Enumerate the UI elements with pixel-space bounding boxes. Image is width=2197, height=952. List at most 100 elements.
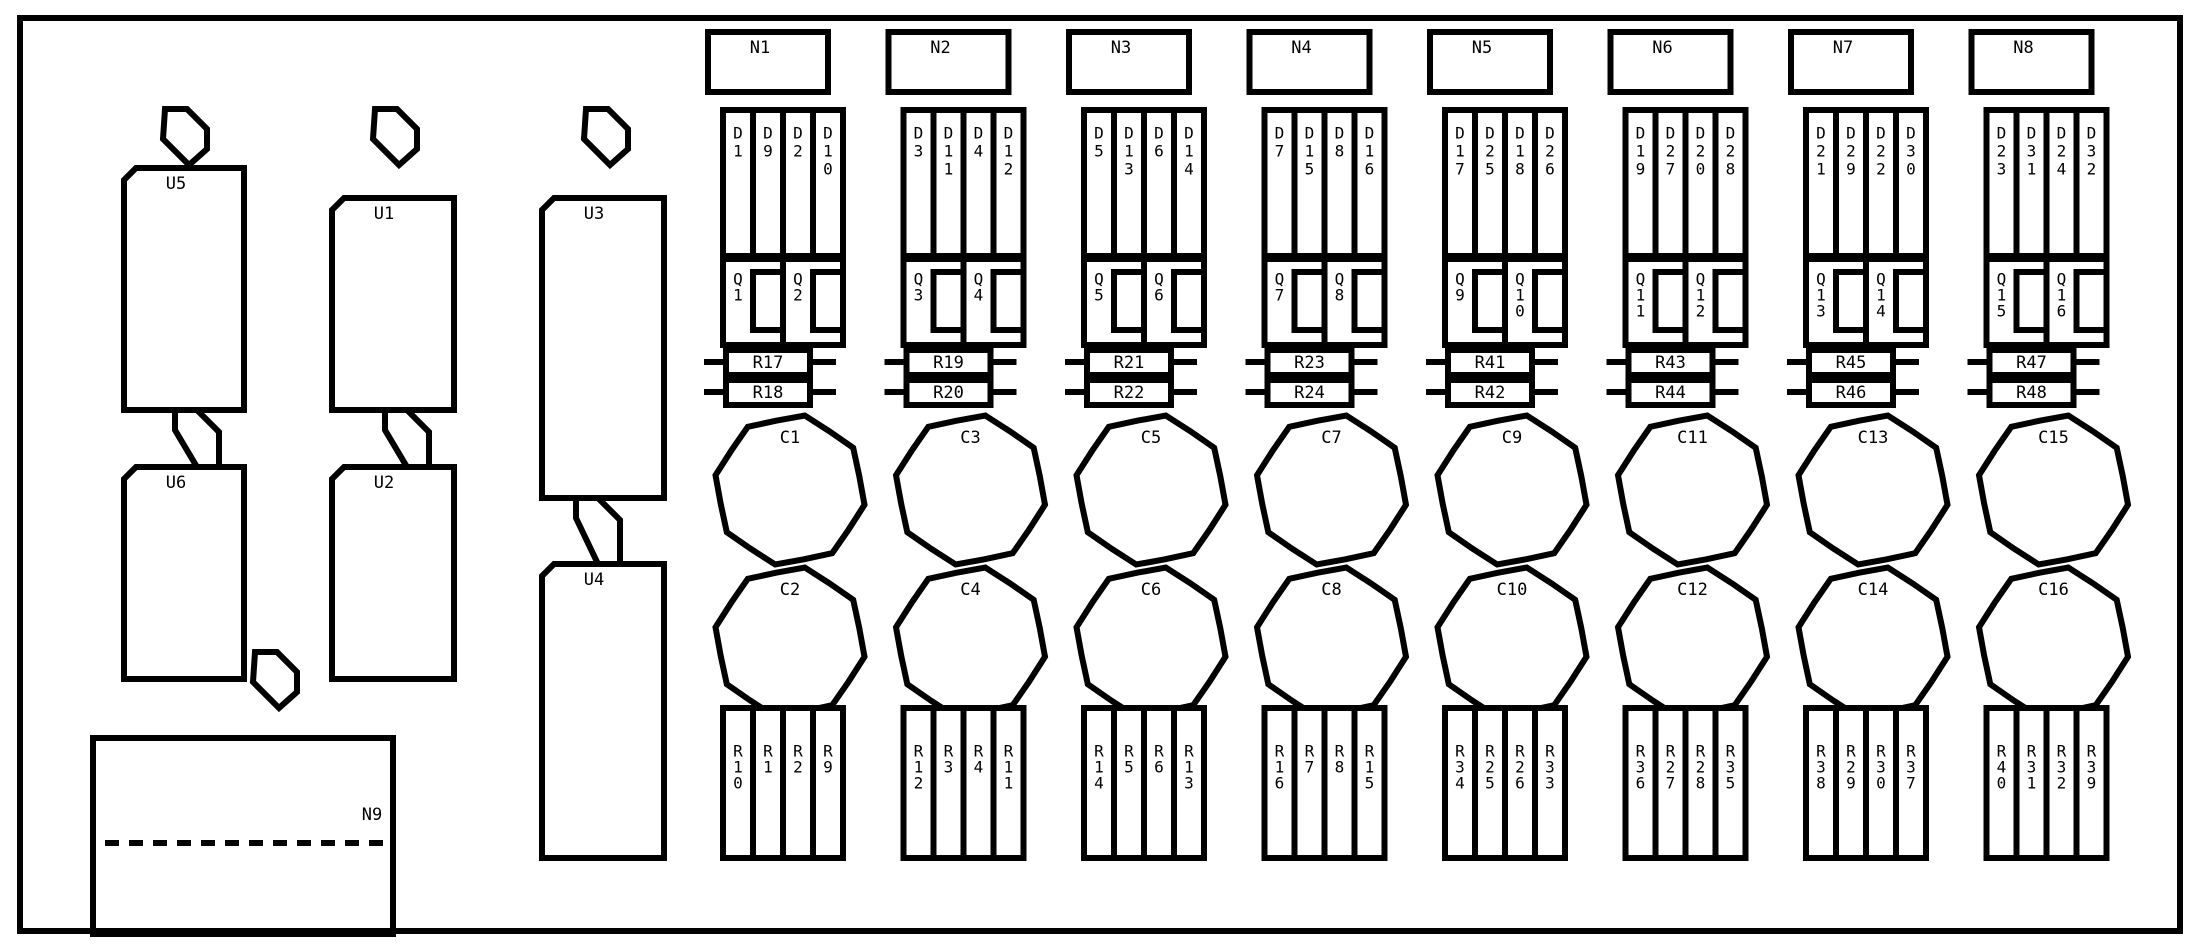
diode-label: D27 — [1666, 124, 1676, 179]
resistor-strip-body — [1141, 705, 1177, 861]
diode-label-char: 1 — [1124, 142, 1134, 161]
diode-label-char: D — [1004, 124, 1014, 143]
resistor-strip-label-char: R — [1124, 742, 1134, 761]
diode-label-char: 1 — [1636, 142, 1646, 161]
ic-label: U6 — [166, 473, 186, 493]
capacitor-label: C3 — [960, 428, 980, 448]
transistor-tab — [1833, 269, 1869, 333]
resistor-strip-label: R32 — [2057, 742, 2067, 793]
connector-body — [90, 735, 396, 937]
transistor-label: Q14 — [1876, 270, 1886, 321]
resistor-strip-body — [2073, 705, 2110, 861]
diode-label-char: D — [1816, 124, 1826, 143]
transistor-tab — [2073, 269, 2110, 333]
diode-label-char: 7 — [1455, 160, 1465, 179]
resistor-strip-label-char: 3 — [2087, 758, 2097, 777]
ic-body — [539, 195, 667, 501]
resistor-strip-label-char: 8 — [1696, 774, 1706, 793]
diode-label-char: 1 — [823, 142, 833, 161]
resistor-strip-label-char: R — [1154, 742, 1164, 761]
diode-label-char: 9 — [763, 142, 773, 161]
resistor-strip-body — [1712, 705, 1749, 861]
resistor-strip-label-char: 5 — [1365, 774, 1375, 793]
resistor-strip-label-char: R — [1365, 742, 1375, 761]
resistor-strip-label-char: 9 — [2087, 774, 2097, 793]
capacitor-body — [1975, 412, 2132, 568]
diode-label: D28 — [1726, 124, 1736, 179]
resistor-strip-label: R4 — [974, 742, 984, 777]
resistor-strip-label-char: 0 — [733, 774, 743, 793]
transistor-label-char: Q — [1335, 270, 1345, 289]
resistor-strip-label: R26 — [1515, 742, 1525, 793]
resistor-body — [1445, 347, 1535, 378]
capacitor-body — [892, 412, 1049, 568]
resistor-strip-label-char: 3 — [1545, 774, 1555, 793]
resistor-strip-label-char: 3 — [1906, 758, 1916, 777]
resistor-strip-label-char: 1 — [763, 758, 773, 777]
capacitor-body — [1073, 412, 1229, 568]
transistor-label: Q3 — [914, 270, 924, 305]
resistor-strip-label-char: 3 — [1184, 774, 1194, 793]
resistor-strip-body — [1502, 705, 1538, 861]
connector-n9: N9 — [90, 735, 396, 937]
resistor-strip-label-char: R — [1906, 742, 1916, 761]
transistor-tab — [1712, 269, 1749, 333]
resistor-strip-label-char: 1 — [1184, 758, 1194, 777]
diode-body — [1321, 107, 1358, 259]
ic-label: U5 — [166, 174, 186, 194]
resistor-body — [1625, 377, 1716, 408]
diode-label-char: D — [1184, 124, 1194, 143]
diode-body — [1261, 107, 1298, 259]
diode-label-char: 2 — [1876, 142, 1886, 161]
ic-u3: U3 — [539, 106, 667, 501]
resistor-label: R41 — [1475, 353, 1506, 373]
resistor-strip-label: R10 — [733, 742, 743, 793]
resistor-body — [1986, 347, 2077, 378]
connector-label: N9 — [362, 805, 382, 825]
transistor-label-char: 3 — [1816, 302, 1826, 321]
capacitor-body — [1253, 412, 1410, 568]
diode-label: D1 — [733, 124, 743, 161]
resistor-strip-label-char: 3 — [1876, 758, 1886, 777]
diode-label-char: D — [1485, 124, 1495, 143]
diode-label-char: D — [733, 124, 743, 143]
diode-label-char: 2 — [1876, 160, 1886, 179]
diode-label: D14 — [1184, 124, 1194, 179]
resistor-strip-body — [1893, 705, 1929, 861]
diode-label-char: 1 — [1184, 142, 1194, 161]
resistor-strip-label: R14 — [1094, 742, 1104, 793]
transistor-label: Q9 — [1455, 270, 1465, 305]
transistor-label-char: 7 — [1275, 286, 1285, 305]
transistor-label: Q11 — [1636, 270, 1646, 321]
diode-label: D20 — [1696, 124, 1706, 179]
ic-u5: U5 — [121, 106, 247, 413]
resistor-strip-label: R12 — [914, 742, 924, 793]
net-header-box — [1968, 29, 2095, 95]
diode-label: D22 — [1876, 124, 1886, 179]
resistor-strip-body — [960, 705, 997, 861]
diode-label: D7 — [1275, 124, 1285, 161]
resistor-label: R48 — [2016, 383, 2047, 403]
resistor-strip-label-char: 9 — [823, 758, 833, 777]
diode-label-char: D — [1906, 124, 1916, 143]
net-header-label: N1 — [750, 38, 770, 58]
diode-label-char: 8 — [1726, 160, 1736, 179]
resistor-strip-label-char: R — [1275, 742, 1285, 761]
resistor-strip-label: R37 — [1906, 742, 1916, 793]
resistor-label: R47 — [2016, 353, 2047, 373]
diode-label: D30 — [1906, 124, 1916, 179]
resistor-strip-label-char: R — [944, 742, 954, 761]
resistor-strip-body — [780, 705, 816, 861]
resistor-strip-label: R5 — [1124, 742, 1134, 777]
diode-label: D9 — [763, 124, 773, 161]
diode-label-char: 2 — [1004, 160, 1014, 179]
diode-label-char: D — [944, 124, 954, 143]
resistor-strip-label-char: 2 — [1696, 758, 1706, 777]
resistor-label: R23 — [1294, 353, 1325, 373]
net-header-box — [1427, 29, 1553, 95]
ic-pad — [159, 106, 210, 170]
transistor-label: Q2 — [793, 270, 803, 305]
diode-label: D25 — [1485, 124, 1495, 179]
